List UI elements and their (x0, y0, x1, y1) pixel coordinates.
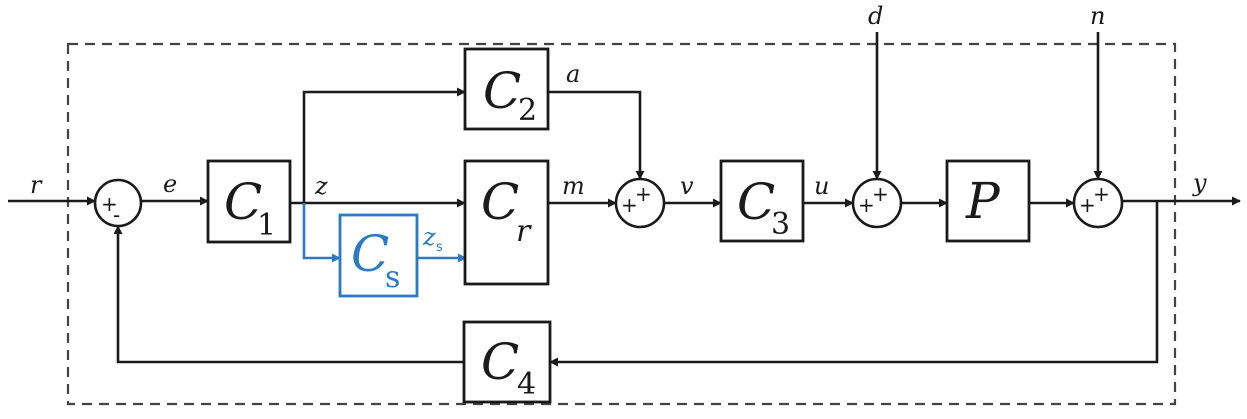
svg-text:3: 3 (771, 207, 790, 242)
signal-zs-label: z s (422, 223, 443, 255)
wires (8, 32, 1241, 367)
svg-text:r: r (516, 214, 532, 249)
svg-text:C: C (224, 173, 262, 231)
signal-z-label: z (314, 172, 328, 200)
svg-text:+: + (621, 193, 638, 217)
svg-text:z: z (422, 223, 436, 251)
svg-text:+: + (635, 182, 652, 206)
svg-text:4: 4 (517, 367, 536, 402)
sum-junction-2: + + (614, 177, 666, 229)
block-c3: C 3 (719, 159, 805, 243)
block-cr: C r (463, 159, 550, 286)
signal-a-label: a (566, 60, 580, 88)
controller-boundary (66, 42, 1177, 406)
svg-text:C: C (481, 173, 519, 231)
signal-r-label: r (30, 171, 43, 199)
svg-text:C: C (351, 225, 389, 283)
svg-text:C: C (737, 173, 775, 231)
block-cs: C s (338, 213, 419, 298)
svg-text:s: s (385, 260, 400, 295)
svg-text:+: + (872, 182, 889, 206)
signal-n-label: n (1090, 2, 1105, 30)
svg-text:-: - (113, 203, 120, 227)
sum-junction-4: + + (1072, 177, 1124, 229)
svg-text:C: C (483, 62, 521, 120)
svg-text:C: C (481, 333, 519, 391)
sum-junction-1: + - (93, 178, 143, 228)
svg-text:+: + (101, 192, 118, 216)
block-plant: P (945, 159, 1031, 243)
svg-text:+: + (1093, 182, 1110, 206)
svg-text:1: 1 (257, 208, 276, 243)
svg-text:+: + (858, 193, 875, 217)
signal-u-label: u (814, 172, 829, 200)
signal-v-label: v (680, 172, 694, 200)
signal-m-label: m (562, 172, 585, 200)
block-c2: C 2 (463, 47, 550, 131)
signal-d-label: d (868, 2, 883, 30)
svg-text:2: 2 (518, 93, 537, 128)
svg-text:+: + (1079, 193, 1096, 217)
svg-text:s: s (436, 240, 443, 255)
signal-y-label: y (1192, 169, 1207, 197)
svg-text:P: P (965, 172, 1001, 230)
block-c1: C 1 (206, 159, 292, 244)
signal-e-label: e (163, 170, 177, 198)
block-c4: C 4 (462, 320, 552, 404)
sum-junction-3: + + (851, 177, 903, 229)
